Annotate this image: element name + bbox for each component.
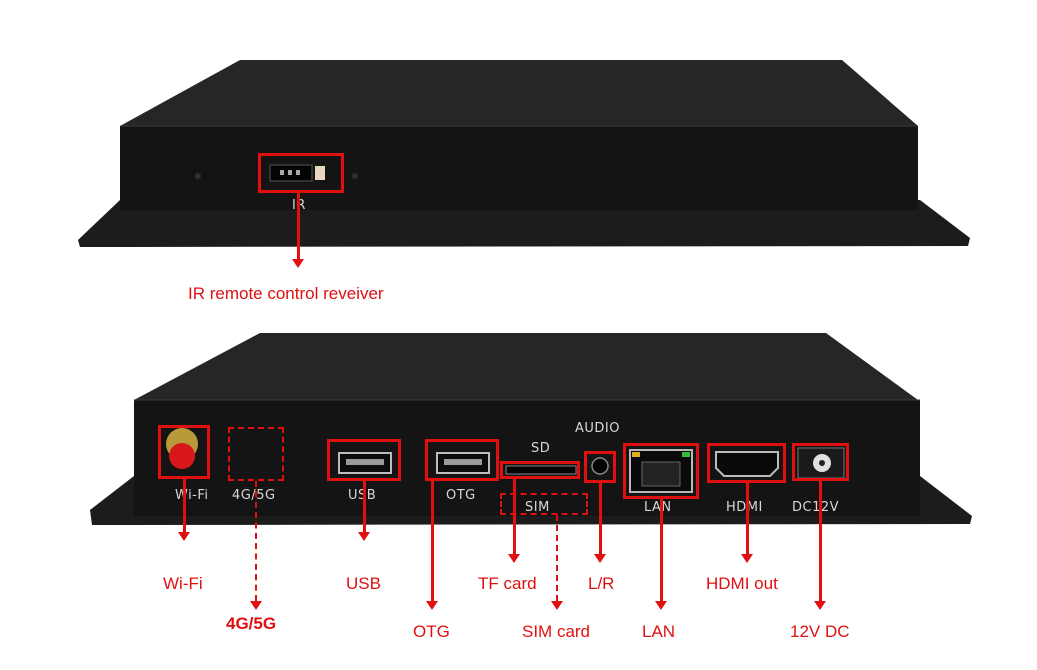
sim-port-label: SIM	[525, 500, 550, 515]
lr-callout-line	[599, 483, 602, 554]
dc-callout-label: 12V DC	[790, 622, 850, 641]
usb-highlight-box	[327, 439, 401, 481]
ir-highlight-box	[258, 153, 344, 193]
sim-highlight-box	[500, 493, 588, 515]
lan-callout-arrow	[655, 601, 667, 610]
ir-callout-arrow	[292, 259, 304, 268]
lr-callout-arrow	[594, 554, 606, 563]
hdmi-highlight-box	[707, 443, 786, 483]
audio-highlight-box	[584, 451, 616, 483]
sd-port-label: SD	[531, 441, 551, 456]
hdmi-port-label: HDMI	[726, 500, 763, 515]
lan-callout-label: LAN	[642, 622, 676, 641]
otg-callout-arrow	[426, 601, 438, 610]
dc-callout-line	[819, 481, 822, 601]
hdmi-callout-arrow	[741, 554, 753, 563]
wifi-highlight-box	[158, 425, 210, 479]
lan-highlight-box	[623, 443, 699, 499]
cell-callout-label: 4G/5G	[226, 614, 277, 633]
hdmi-out-callout-label: HDMI out	[706, 574, 778, 593]
dc-callout-arrow	[814, 601, 826, 610]
ir-receiver-callout-label: IR remote control reveiver	[188, 284, 384, 303]
lr-callout-label: L/R	[588, 574, 615, 593]
sim-callout-line	[556, 515, 558, 601]
otg-highlight-box	[425, 439, 499, 481]
cell-callout-line	[255, 481, 257, 601]
lan-callout-line	[660, 499, 663, 601]
wifi-port-label: Wi-Fi	[175, 488, 209, 503]
otg-callout-line	[431, 481, 434, 601]
tf-card-callout-label: TF card	[478, 574, 537, 593]
sim-card-callout-label: SIM card	[522, 622, 591, 641]
otg-port	[436, 452, 490, 474]
top-device-body	[78, 60, 970, 247]
usb-callout-label: USB	[346, 574, 381, 593]
cell-port-label: 4G/5G	[232, 488, 276, 503]
dc-port-label: DC12V	[792, 500, 840, 515]
usb-port	[338, 452, 392, 474]
tf-callout-arrow	[508, 554, 520, 563]
usb-callout-arrow	[358, 532, 370, 541]
cell-callout-arrow	[250, 601, 262, 610]
wifi-callout-label: Wi-Fi	[163, 574, 203, 593]
usb-callout-line	[363, 481, 366, 532]
audio-port-label: AUDIO	[575, 421, 620, 436]
dc-highlight-box	[792, 443, 849, 481]
wifi-callout-arrow	[178, 532, 190, 541]
top-device: IR	[0, 0, 1037, 260]
otg-port-label: OTG	[446, 488, 476, 503]
cell-highlight-box	[228, 427, 284, 481]
lan-port-label: LAN	[644, 500, 672, 515]
usb-port-label: USB	[348, 488, 376, 503]
sim-callout-arrow	[551, 601, 563, 610]
hdmi-callout-line	[746, 483, 749, 554]
ir-callout-line	[297, 193, 300, 259]
sd-highlight-box	[500, 461, 580, 479]
wifi-callout-line	[183, 479, 186, 532]
tf-callout-line	[513, 479, 516, 554]
otg-callout-label: OTG	[413, 622, 450, 641]
